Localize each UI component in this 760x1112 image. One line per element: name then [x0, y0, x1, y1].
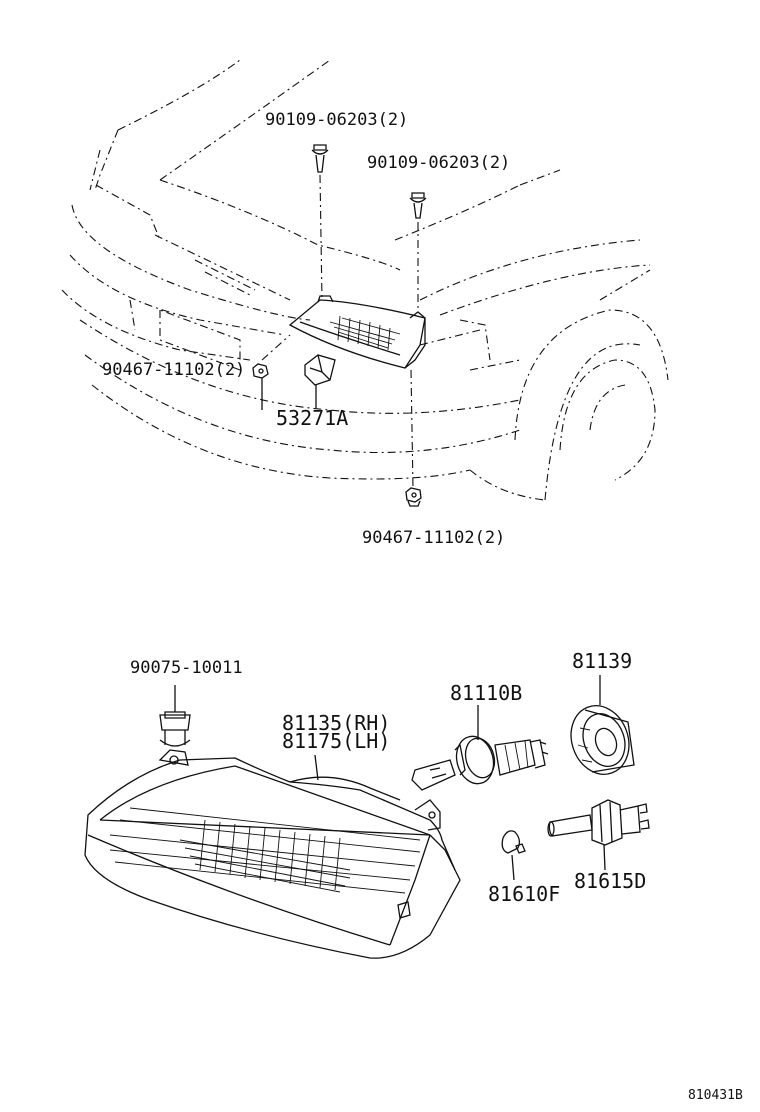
side-socket-81615d — [547, 799, 650, 871]
label-screw: 90075-10011 — [130, 658, 243, 678]
clip-upper-left — [311, 144, 329, 173]
label-bulb: 81110B — [450, 681, 523, 705]
side-bulb-81610f — [501, 830, 526, 881]
label-socket-cover: 81139 — [572, 649, 633, 673]
label-side-socket: 81615D — [574, 869, 647, 893]
label-clip-upper-right: 90109-06203(2) — [367, 153, 511, 173]
nut-left — [252, 363, 269, 379]
label-bracket: 53271A — [276, 406, 349, 430]
nut-lower — [405, 487, 422, 507]
label-side-bulb: 81610F — [488, 882, 561, 906]
label-headlamp-rh: 81135(RH) — [282, 711, 391, 735]
label-nut-left: 90467-11102(2) — [102, 360, 246, 380]
bulb-81110b — [411, 705, 549, 791]
screw-90075-10011 — [159, 685, 191, 747]
diagram-code: 810431B — [688, 1088, 743, 1103]
label-headlamp-lh: 81175(LH) — [282, 729, 391, 753]
headlamp-installed — [288, 295, 426, 369]
label-nut-lower: 90467-11102(2) — [362, 528, 506, 548]
clip-upper-right — [409, 192, 427, 219]
socket-cover-81139 — [570, 675, 635, 775]
label-clip-upper-left: 90109-06203(2) — [265, 110, 409, 130]
vehicle-front-outline — [61, 59, 669, 501]
bracket-53271a — [304, 354, 336, 386]
headlamp-assembly — [84, 749, 461, 959]
